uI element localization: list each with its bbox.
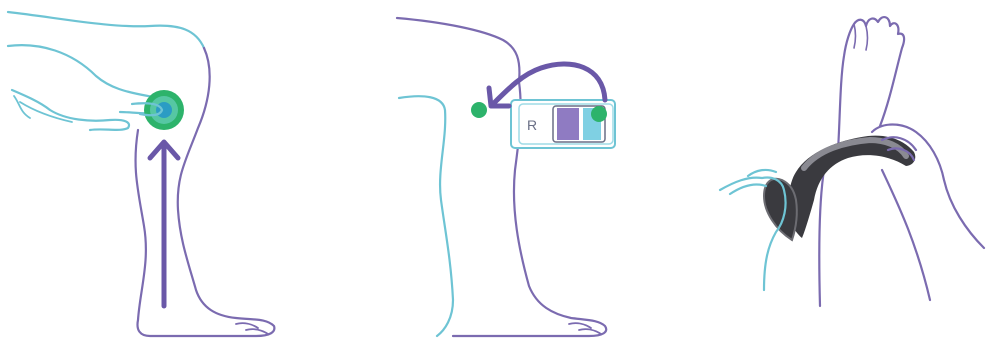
step-1-locate-knee [0, 0, 330, 340]
toes-line [568, 322, 602, 335]
thigh-top-line [395, 16, 521, 84]
leg-front-line [134, 46, 276, 338]
knee-target-icon [130, 90, 184, 130]
knuckles [13, 95, 73, 123]
target-dot-icon [471, 102, 487, 118]
hand-palm [10, 88, 131, 132]
foot-outline [836, 16, 906, 152]
pad-side-label: R [527, 117, 537, 133]
electrode-pad: R [510, 99, 616, 149]
step-2-illustration: R [395, 16, 616, 338]
source-dot-icon [591, 106, 607, 122]
leg-outline [6, 10, 276, 338]
step-1-illustration [6, 10, 276, 338]
step-3-illustration [718, 16, 986, 308]
leg-outline [395, 16, 608, 338]
leg-outline [818, 148, 932, 308]
step-3-wrap-cuff [668, 0, 998, 340]
right-hand [870, 123, 986, 250]
thigh-top-line [6, 10, 206, 50]
step-2-place-pad: R [333, 0, 665, 340]
arrow-up-icon [147, 139, 181, 309]
hand [6, 44, 166, 132]
curved-arrow-icon [486, 61, 608, 109]
thigh-back-line [397, 95, 455, 338]
toes-line [235, 322, 269, 335]
leg-cuff-icon [762, 135, 916, 242]
left-hand [718, 168, 787, 292]
leg-front-line [451, 80, 608, 338]
